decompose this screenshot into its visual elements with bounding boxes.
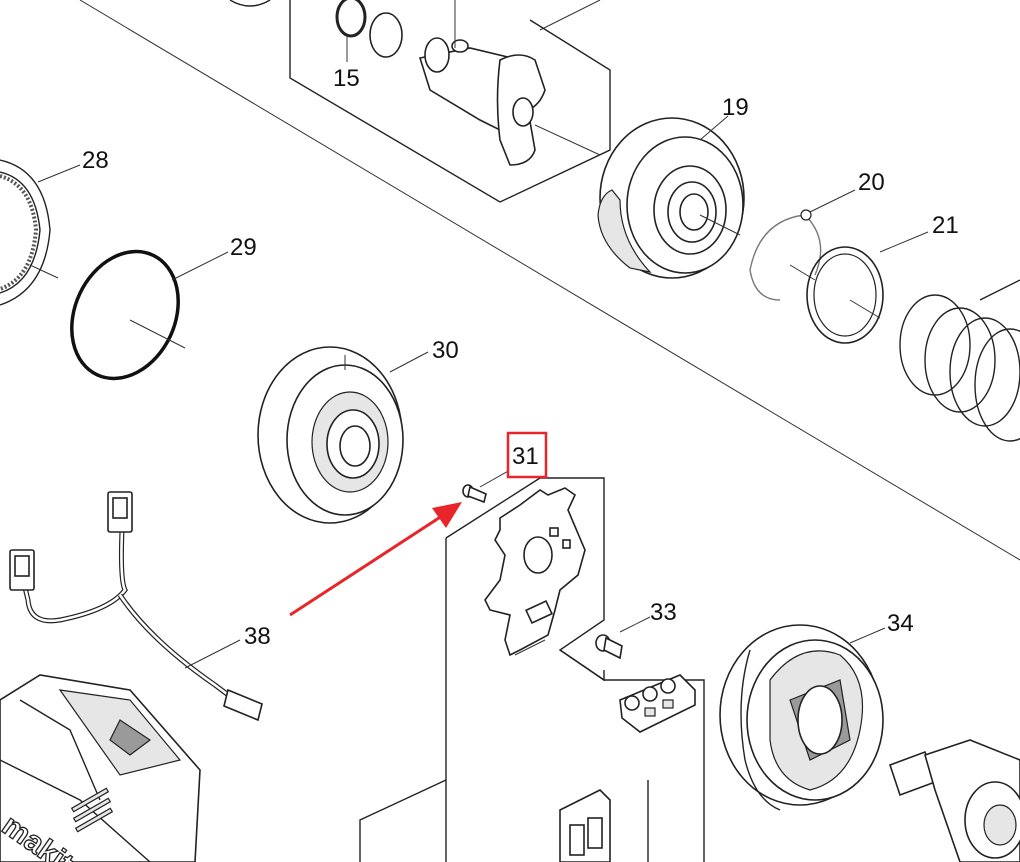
part-30: 30 <box>257 337 459 524</box>
part-34: 34 <box>719 610 914 811</box>
label-33: 33 <box>650 599 677 626</box>
part-28: 28 <box>0 147 109 306</box>
label-30: 30 <box>432 337 459 364</box>
part-21: 21 <box>806 212 959 344</box>
part-fragment-top <box>229 0 271 7</box>
label-28: 28 <box>82 147 109 174</box>
rotor <box>888 739 1020 862</box>
part-20: 20 <box>749 169 885 301</box>
pointer-arrow <box>289 502 462 617</box>
label-19: 19 <box>722 94 749 121</box>
part-29: 29 <box>70 234 257 381</box>
label-15: 15 <box>333 65 360 92</box>
part-38: 38 <box>9 491 271 722</box>
highlight-box-31 <box>506 431 548 479</box>
part-15-group: 15 <box>289 0 611 203</box>
part-31-group: 31 <box>445 431 605 862</box>
tool-housing: makita <box>0 674 201 862</box>
label-34: 34 <box>887 610 914 637</box>
spring <box>899 279 1020 442</box>
lower-box <box>359 779 649 862</box>
label-31: 31 <box>512 443 539 470</box>
label-21: 21 <box>932 212 959 239</box>
part-19: 19 <box>597 94 749 279</box>
part-33-group: 33 <box>559 599 705 862</box>
label-38: 38 <box>244 623 271 650</box>
assembly-axis-line <box>79 0 1020 561</box>
leader-top <box>539 0 601 31</box>
label-29: 29 <box>230 234 257 261</box>
label-20: 20 <box>858 169 885 196</box>
